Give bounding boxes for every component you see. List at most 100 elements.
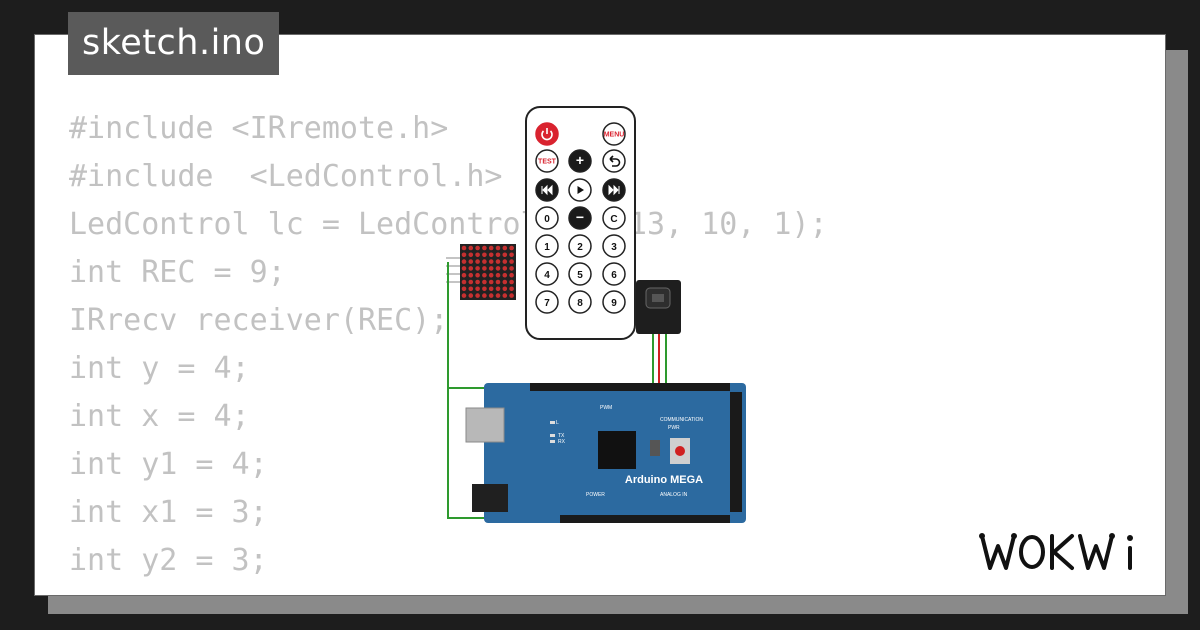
matrix-led [488, 266, 494, 271]
matrix-led [482, 272, 487, 278]
remote-button-4[interactable]: 4 [535, 262, 559, 286]
matrix-led [488, 245, 494, 251]
remote-button-label: MENU [604, 132, 625, 139]
matrix-led [509, 279, 514, 285]
remote-button-menu[interactable]: MENU [602, 122, 626, 146]
matrix-led [495, 293, 501, 298]
matrix-led [475, 286, 480, 292]
matrix-led [509, 286, 514, 292]
matrix-led [495, 266, 501, 271]
board-name: Arduino MEGA [625, 474, 703, 486]
matrix-led [475, 279, 480, 285]
matrix-led [468, 259, 474, 264]
code-line: IRrecv receiver(REC); [69, 303, 449, 338]
matrix-led [488, 286, 494, 292]
matrix-led [475, 266, 480, 271]
matrix-led [482, 286, 487, 292]
remote-button-label: C [610, 214, 617, 225]
led-rx-label: RX [558, 439, 566, 445]
matrix-led [468, 286, 474, 292]
remote-button-next[interactable] [602, 178, 626, 202]
remote-button-5[interactable]: 5 [568, 262, 592, 286]
matrix-led [495, 286, 501, 292]
remote-button-0[interactable]: 0 [535, 206, 559, 230]
led-l-label: L [556, 420, 559, 426]
matrix-led [475, 252, 480, 258]
power-label: POWER [586, 492, 605, 498]
remote-button-power[interactable] [535, 122, 559, 146]
remote-button-label: 8 [577, 298, 583, 309]
remote-button-plus[interactable]: + [568, 149, 592, 173]
matrix-led [461, 266, 467, 271]
remote-button-2[interactable]: 2 [568, 234, 592, 258]
code-line: #include <IRremote.h> [69, 111, 449, 146]
matrix-led [461, 252, 467, 258]
remote-button-label: TEST [538, 159, 557, 166]
matrix-led [502, 279, 508, 285]
remote-button-label: 1 [544, 242, 550, 253]
next-icon [608, 184, 620, 196]
code-line: int x2 = 4; [69, 585, 828, 595]
ir-remote: MENU TEST +0− C 1 2 3 4 5 6 7 8 9 [525, 106, 636, 340]
code-line: int x1 = 3; [69, 495, 268, 530]
remote-button-label: 6 [611, 270, 617, 281]
remote-button-7[interactable]: 7 [535, 290, 559, 314]
remote-button-label: 9 [611, 298, 617, 309]
matrix-led [482, 245, 487, 251]
remote-button-label: 4 [544, 270, 550, 281]
arduino-mega-board: Arduino MEGA PWM COMMUNICATION POWER ANA… [465, 383, 746, 523]
previous-icon [541, 184, 553, 196]
led-tx-label: TX [558, 433, 565, 439]
matrix-led [475, 259, 480, 264]
matrix-led [475, 293, 480, 298]
matrix-led [488, 252, 494, 258]
matrix-led [509, 252, 514, 258]
remote-button-prev[interactable] [535, 178, 559, 202]
code-line: #include <LedControl.h> [69, 159, 503, 194]
matrix-led [475, 272, 480, 278]
matrix-led [468, 272, 474, 278]
matrix-led [502, 272, 508, 278]
code-preview: #include <IRremote.h> #include <LedContro… [69, 105, 828, 595]
matrix-led [482, 252, 487, 258]
led-matrix [446, 244, 516, 300]
matrix-led [495, 259, 501, 264]
matrix-led [461, 259, 467, 264]
matrix-led [509, 293, 514, 298]
code-line: int y = 4; [69, 351, 250, 386]
remote-button-8[interactable]: 8 [568, 290, 592, 314]
matrix-led [482, 266, 487, 271]
remote-button-9[interactable]: 9 [602, 290, 626, 314]
remote-button-6[interactable]: 6 [602, 262, 626, 286]
remote-button-c[interactable]: C [602, 206, 626, 230]
remote-button-minus[interactable]: − [568, 206, 592, 230]
matrix-led [461, 272, 467, 278]
matrix-led [482, 279, 487, 285]
matrix-led [495, 252, 501, 258]
analog-in-label: ANALOG IN [660, 492, 688, 498]
remote-button-back[interactable] [602, 149, 626, 173]
pwm-label: PWM [600, 405, 612, 411]
code-line: int x = 4; [69, 399, 250, 434]
matrix-led [502, 252, 508, 258]
remote-button-label: 5 [577, 270, 583, 281]
matrix-led [495, 272, 501, 278]
sketch-filename-tab: sketch.ino [68, 12, 280, 75]
remote-button-label: + [576, 152, 584, 168]
remote-button-play[interactable] [568, 178, 592, 202]
communication-label: COMMUNICATION [660, 417, 703, 423]
ir-receiver-module [636, 280, 681, 334]
remote-button-test[interactable]: TEST [535, 149, 559, 173]
matrix-led [468, 266, 474, 271]
remote-button-label: 2 [577, 242, 583, 253]
matrix-led [482, 259, 487, 264]
circuit-diagram: Arduino MEGA PWM COMMUNICATION POWER ANA… [446, 106, 746, 523]
matrix-led [475, 245, 480, 251]
matrix-led [461, 293, 467, 298]
matrix-led [468, 252, 474, 258]
remote-button-3[interactable]: 3 [602, 234, 626, 258]
code-line: int y1 = 4; [69, 447, 268, 482]
matrix-led [509, 272, 514, 278]
matrix-led [502, 293, 508, 298]
remote-button-1[interactable]: 1 [535, 234, 559, 258]
